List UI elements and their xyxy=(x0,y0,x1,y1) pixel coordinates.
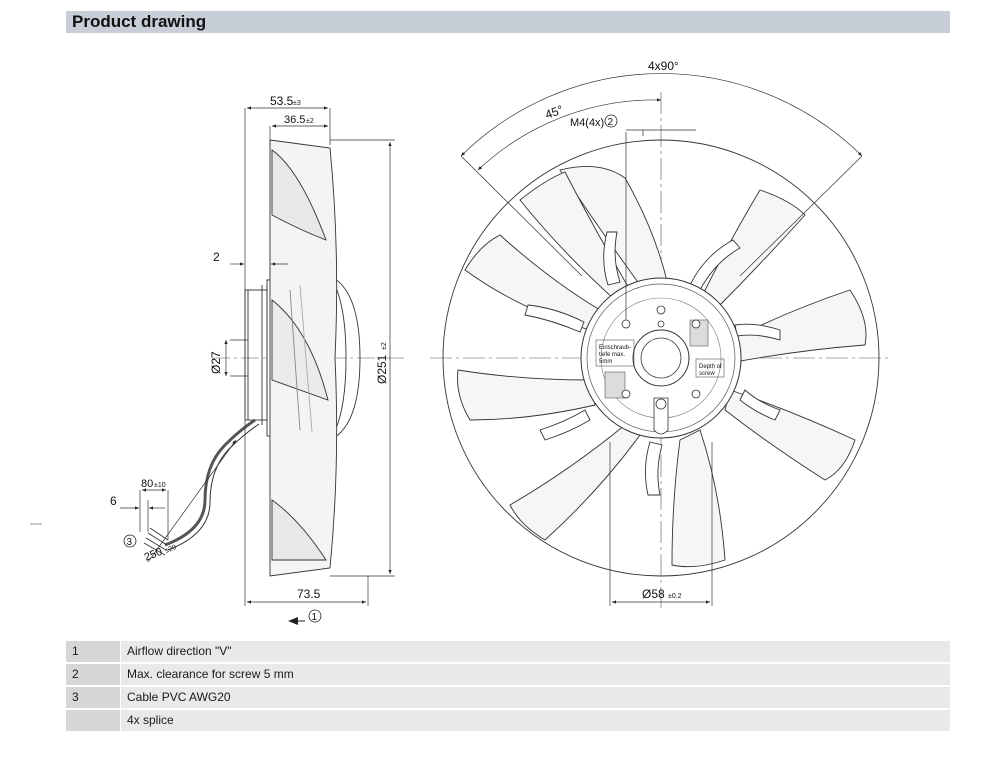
callout-screw: 2 xyxy=(608,117,614,128)
legend-row: 1 Airflow direction "V" xyxy=(66,641,950,662)
legend-num: 2 xyxy=(66,664,120,685)
dim-cable-len1-tol: ±10 xyxy=(154,482,166,489)
side-dimensions xyxy=(120,106,395,606)
dim-screw: M4(4x) xyxy=(570,117,604,129)
legend-table: 1 Airflow direction "V" 2 Max. clearance… xyxy=(66,641,950,733)
callout-cable: 3 xyxy=(127,537,133,548)
side-dimension-labels: 53.5 ±3 36.5 ±2 2 Ø27 Ø251 ±2 80 ±10 6 2… xyxy=(110,94,389,625)
legend-num xyxy=(66,710,120,731)
legend-num: 3 xyxy=(66,687,120,708)
dim-flange: 2 xyxy=(213,250,220,264)
section-header: Product drawing xyxy=(66,11,950,33)
legend-row: 4x splice xyxy=(66,710,950,731)
front-dimensions xyxy=(460,73,863,606)
dim-cable-len1: 80 xyxy=(141,478,153,490)
front-view: Einschraub- tiefe max. 5mm Depth of scre… xyxy=(430,92,892,608)
dim-cable-len2: 250 xyxy=(143,546,165,564)
dim-total-depth: 53.5 xyxy=(270,94,294,108)
callout-airflow: 1 xyxy=(312,612,318,623)
label-depth-de-3: 5mm xyxy=(599,359,612,365)
fan-blades xyxy=(457,165,867,568)
label-depth-de-2: tiefe max. xyxy=(599,352,625,358)
legend-desc: Airflow direction "V" xyxy=(121,641,950,662)
airflow-arrow-icon xyxy=(288,617,298,625)
dim-hub: Ø58 xyxy=(642,587,665,601)
front-dimension-labels: 4x90° 45° M4(4x) 2 Ø58 ±0.2 xyxy=(543,59,681,601)
label-depth-en-2: screw xyxy=(699,371,715,377)
dim-bottom-width: 73.5 xyxy=(297,587,321,601)
side-view xyxy=(143,139,405,577)
label-depth-de-1: Einschraub- xyxy=(599,345,631,351)
legend-desc: Cable PVC AWG20 xyxy=(121,687,950,708)
dim-diameter-tol: ±2 xyxy=(381,342,388,350)
dim-angle-45: 45° xyxy=(543,102,565,121)
dim-strip: 6 xyxy=(110,494,117,508)
dim-cable-len2-tol: ±20 xyxy=(164,544,178,555)
dim-inner-depth: 36.5 xyxy=(284,114,305,126)
legend-desc: Max. clearance for screw 5 mm xyxy=(121,664,950,685)
dim-inner-depth-tol: ±2 xyxy=(306,118,314,125)
legend-row: 2 Max. clearance for screw 5 mm xyxy=(66,664,950,685)
legend-desc: 4x splice xyxy=(121,710,950,731)
dim-diameter: Ø251 xyxy=(375,354,389,384)
dim-total-depth-tol: ±3 xyxy=(293,100,301,107)
label-depth-en-1: Depth of xyxy=(699,364,722,370)
section-title: Product drawing xyxy=(72,12,207,31)
legend-row: 3 Cable PVC AWG20 xyxy=(66,687,950,708)
product-drawing: 53.5 ±3 36.5 ±2 2 Ø27 Ø251 ±2 80 ±10 6 2… xyxy=(30,59,892,625)
legend-num: 1 xyxy=(66,641,120,662)
screw-holes xyxy=(621,305,701,399)
dim-angle-4x: 4x90° xyxy=(648,59,679,73)
dim-hub-tol: ±0.2 xyxy=(668,593,682,600)
dim-shaft: Ø27 xyxy=(209,351,223,374)
